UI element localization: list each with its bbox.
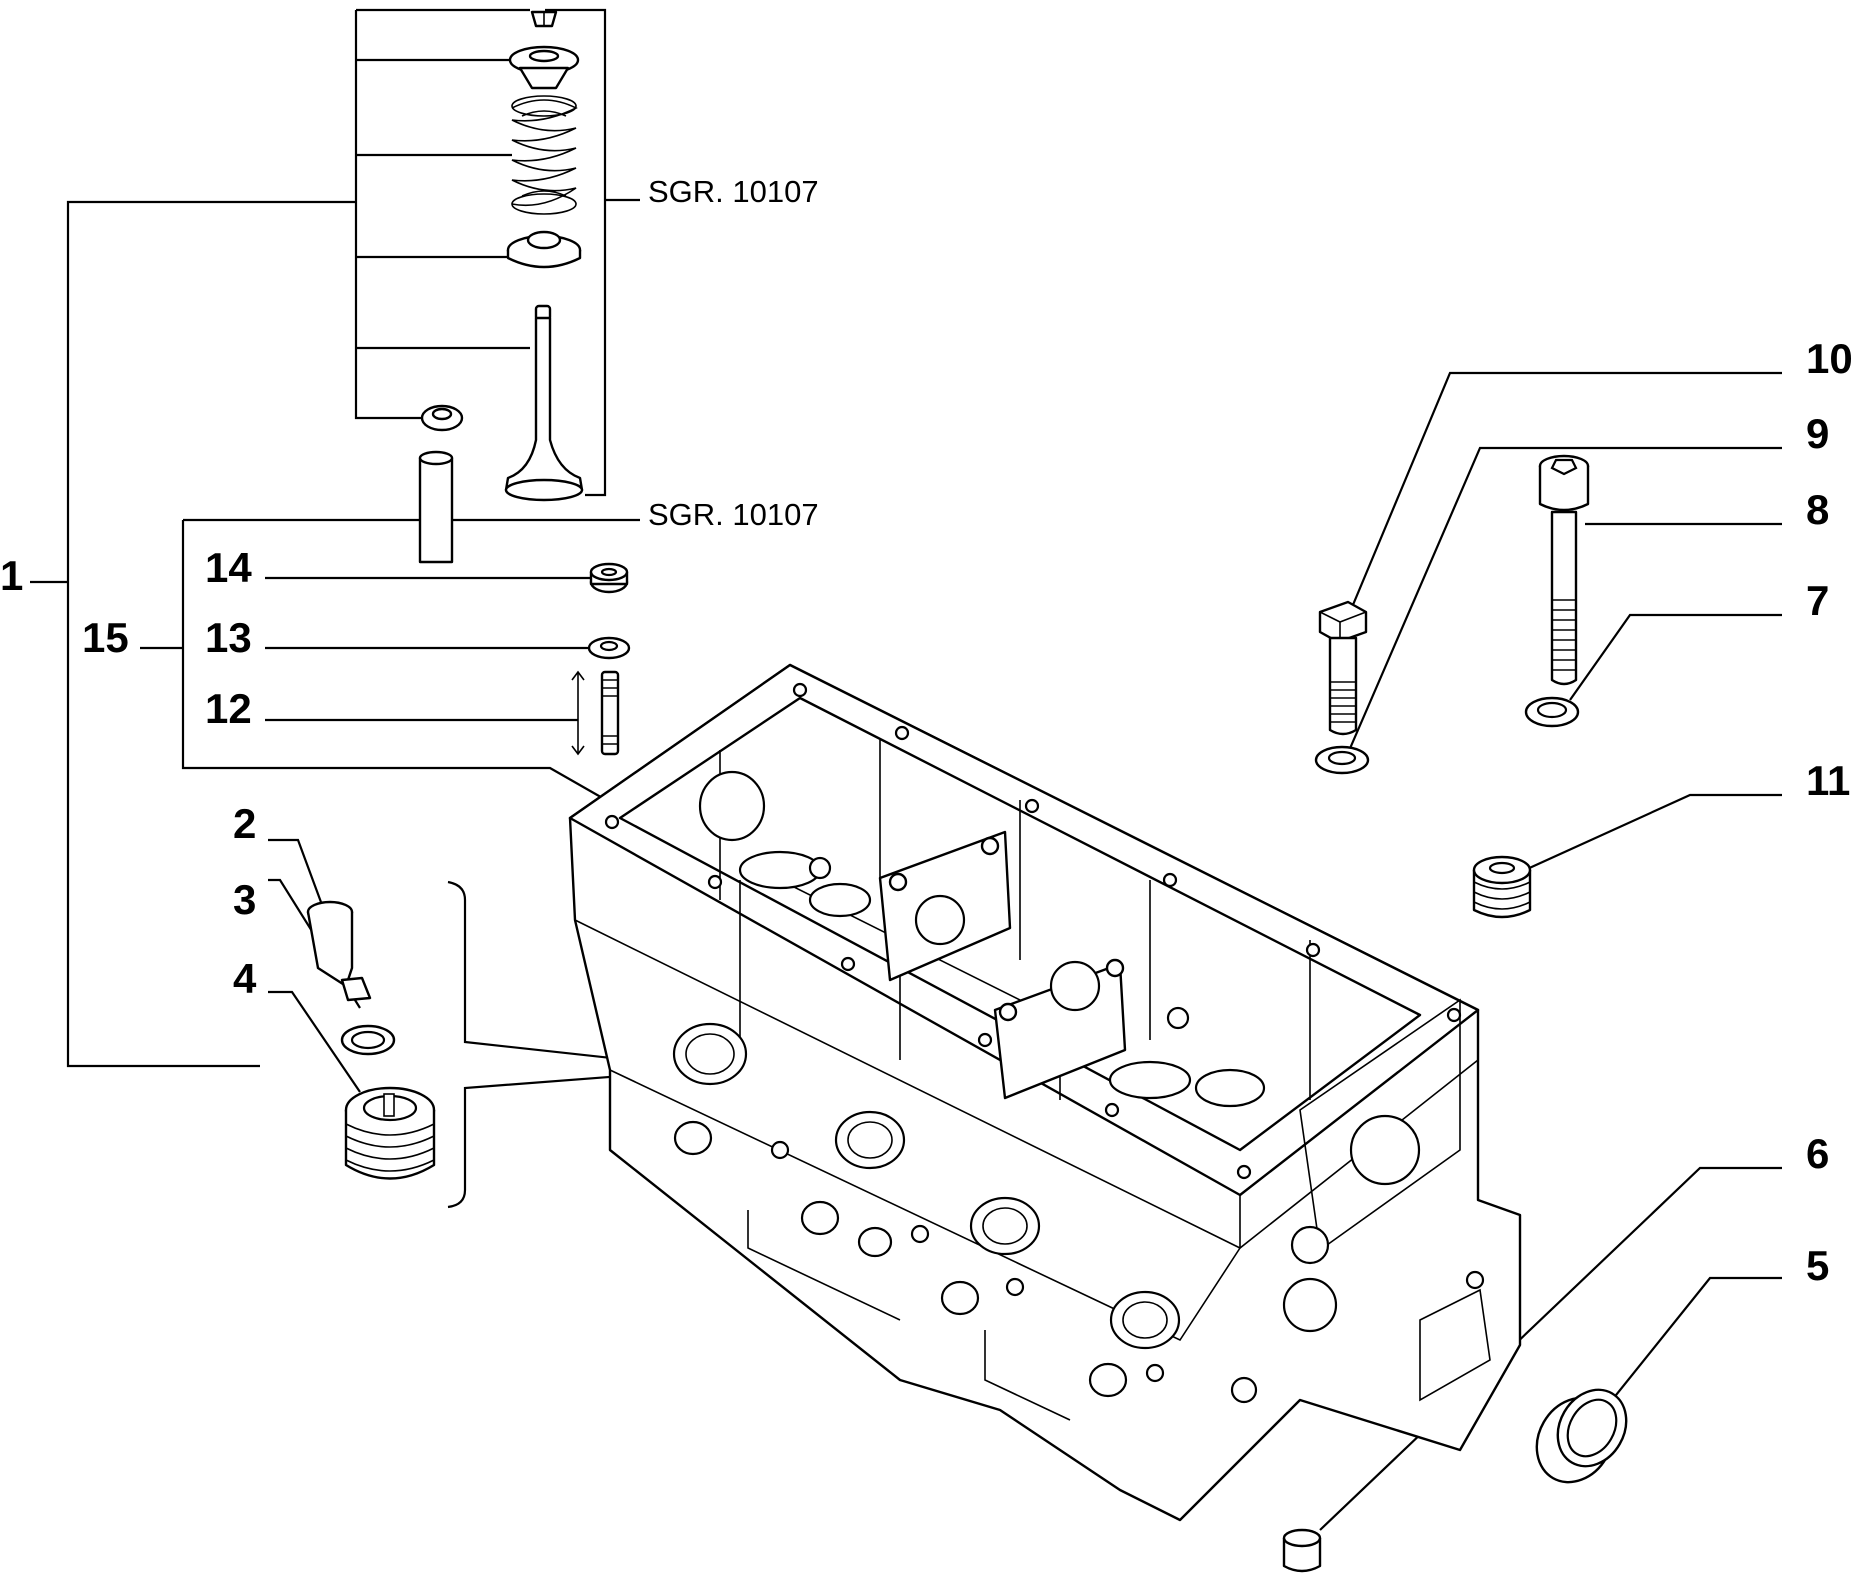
injector-sleeve-icon	[306, 900, 372, 1002]
callout-6: 6	[1806, 1130, 1829, 1177]
callout-8: 8	[1806, 486, 1829, 533]
callout-13: 13	[205, 614, 252, 661]
stud-icon	[571, 670, 620, 756]
nut-icon	[589, 562, 629, 594]
callout-4: 4	[233, 955, 257, 1002]
hex-bolt-icon	[1318, 600, 1368, 736]
sealing-cup-icon	[1535, 1388, 1628, 1484]
callout-labels: 1 2 3 4 5 6 7 8 9 10 11 12 13 14 15	[0, 335, 1853, 1289]
callout-15: 15	[82, 614, 129, 661]
reference-sgr-upper: SGR. 10107	[648, 174, 819, 209]
callout-7: 7	[1806, 577, 1829, 624]
washer-icon	[587, 636, 631, 660]
threaded-plug-icon	[344, 1086, 436, 1180]
bolt-washer-icon	[1314, 745, 1370, 775]
callout-1: 1	[0, 552, 23, 599]
leader-lines	[30, 8, 1782, 1531]
socket-head-bolt-icon	[1538, 454, 1590, 686]
valve-guide-icon	[418, 450, 454, 564]
reference-labels: SGR. 10107 SGR. 10107	[648, 174, 819, 532]
o-ring-icon	[340, 1024, 396, 1056]
lower-spring-seat-icon	[506, 230, 582, 269]
callout-5: 5	[1806, 1242, 1829, 1289]
callout-12: 12	[205, 685, 252, 732]
cylinder-head-icon	[568, 663, 1522, 1522]
threaded-cap-icon	[1472, 855, 1532, 919]
callout-2: 2	[233, 800, 256, 847]
valve-icon	[504, 304, 584, 502]
valve-stem-seal-icon	[420, 404, 464, 432]
callout-11: 11	[1806, 757, 1850, 804]
reference-sgr-lower: SGR. 10107	[648, 497, 819, 532]
callout-3: 3	[233, 876, 256, 923]
deck-bolt-holes	[604, 682, 1462, 1180]
spring-retainer-icon	[508, 45, 580, 90]
callout-10: 10	[1806, 335, 1853, 382]
valve-cotter-icon	[530, 10, 558, 28]
valve-spring-icon	[511, 95, 578, 215]
callout-9: 9	[1806, 410, 1829, 457]
callout-14: 14	[205, 544, 252, 591]
dowel-pin-icon	[1282, 1528, 1322, 1573]
socket-bolt-washer-icon	[1524, 696, 1580, 728]
